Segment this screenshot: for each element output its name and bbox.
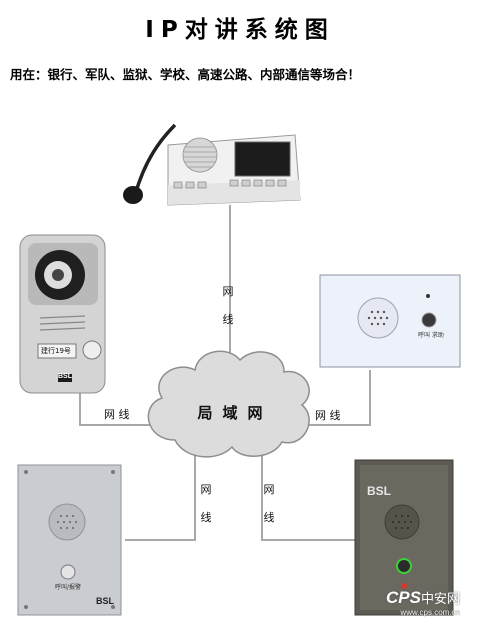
door-unit-tag: 建行19号: [41, 347, 71, 355]
mic-head: [123, 186, 143, 204]
stainless-panel-right: [354, 459, 454, 616]
usage-subtitle: 用在：银行、军队、监狱、学校、高速公路、内部通信等场合！: [10, 67, 361, 82]
cable-label-top: 网线: [222, 285, 234, 326]
cable-right-panel: [261, 450, 355, 541]
console-master-station: [123, 123, 301, 206]
lan-cloud: [147, 350, 310, 458]
network-cables: [79, 205, 371, 541]
cable-label-left: 网 线: [104, 408, 130, 421]
left-panel-tag: 呼叫/报警: [55, 584, 82, 591]
cable-wall-panel: [285, 370, 371, 426]
console-screen: [234, 141, 291, 177]
wall-help-panel: [319, 274, 461, 368]
door-unit-logo: BSL: [58, 373, 72, 380]
cable-label-bottom-right: 网线: [263, 483, 275, 524]
cable-left-panel: [125, 455, 196, 541]
stainless-panel-left: [17, 464, 122, 616]
console-speaker-grille: [182, 137, 218, 173]
cable-label-right: 网 线: [315, 409, 341, 422]
left-panel-brand: BSL: [96, 596, 114, 606]
watermark-logo: CPS: [386, 588, 421, 607]
wall-panel-tag: 呼叫 求助: [418, 332, 444, 339]
diagram-title: IP对讲系统图: [145, 17, 335, 43]
right-panel-brand: BSL: [367, 484, 391, 498]
watermark-url: www.cps.com.cn: [400, 608, 460, 617]
watermark: CPS中安网 www.cps.com.cn: [386, 588, 460, 617]
gooseneck-mic: [133, 123, 177, 196]
lan-label: 局域网: [197, 404, 273, 422]
watermark-name: 中安网: [420, 592, 460, 607]
cable-door-unit: [79, 392, 170, 426]
cable-label-bottom-left: 网线: [200, 483, 212, 524]
door-video-unit: [19, 234, 106, 394]
